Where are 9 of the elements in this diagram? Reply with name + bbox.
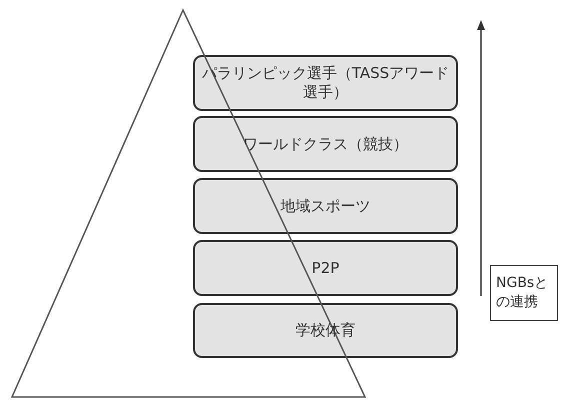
tier-label: NGBsとの連携 bbox=[496, 274, 550, 312]
tier-box bbox=[193, 178, 458, 234]
tier-label: P2P bbox=[312, 258, 340, 278]
tier-box bbox=[193, 55, 458, 111]
note-box bbox=[490, 265, 558, 321]
tier-box bbox=[193, 240, 458, 296]
tier-box bbox=[193, 303, 458, 358]
tier-label: 地域スポーツ bbox=[280, 196, 370, 216]
tier-box bbox=[193, 116, 458, 172]
